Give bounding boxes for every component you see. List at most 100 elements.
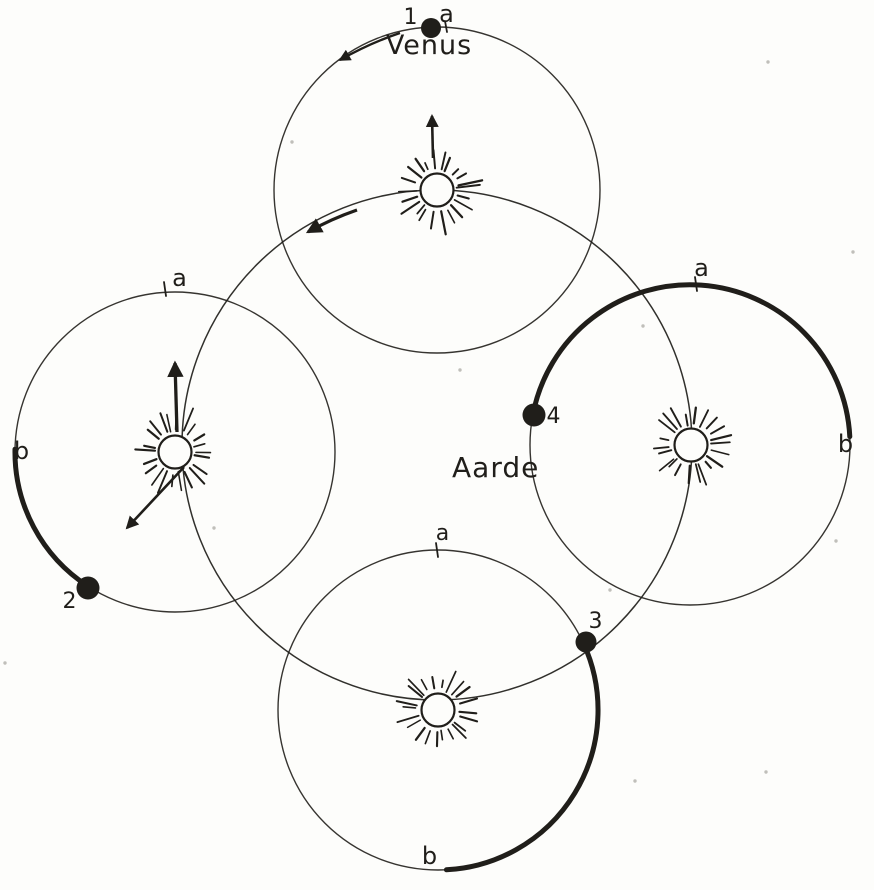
label-a-right: a [694,254,710,282]
sun-ray [424,162,429,171]
sun-ray [151,467,165,486]
lit-arc-bottom [443,641,601,873]
label-2: 2 [63,589,78,614]
sun-ray [186,423,196,436]
sun-right [653,406,733,486]
sun-left [134,407,212,494]
tick-a-top [444,20,448,33]
sun-ray [443,156,452,173]
sun-ray [687,464,691,485]
sun-ray [192,463,208,476]
sun-ray [456,172,468,180]
sun-ray [177,470,183,492]
sun-ray [455,685,471,698]
sun-ray [406,719,422,729]
sun-ray [710,449,730,456]
sun-disc [419,172,455,208]
sun-ray [453,199,473,211]
sun-ray [669,407,682,428]
sun-ray [445,670,457,693]
sun-ray [699,409,710,428]
planet-dot-1 [421,18,441,38]
sun-ray [440,210,447,236]
sun-ray [705,455,724,468]
sun-ray [456,194,470,200]
sun-ray [395,700,418,707]
label-aarde: Aarde [452,451,539,484]
sun-ray [134,448,157,452]
sun-ray [144,464,158,475]
sun-ray [397,190,418,193]
sun-top [397,149,484,236]
sun-ray [143,444,157,450]
sun-ray [447,209,456,224]
sun-top-up-arrow [425,114,439,159]
sun-ray [704,460,712,469]
sun-ray [692,406,697,425]
sun-ray [451,168,460,176]
sun-ray [662,412,678,430]
sun-ray [658,458,675,472]
sun-ray [658,419,676,434]
sun-ray [193,454,211,459]
sun-disc [157,434,193,470]
sun-ray [710,434,733,442]
sun-ray [684,413,689,427]
sun-ray [450,680,465,696]
sun-ray [447,728,454,740]
sun-ray [407,685,424,698]
sun-ray [407,165,423,179]
sun-left-up-arrow [167,360,184,433]
sun-ray [705,416,718,430]
sun-ray [396,714,420,724]
sun-ray [449,204,464,219]
sun-ray [694,463,702,483]
sun-ray [188,466,206,485]
sun-ray [674,463,682,477]
sun-ray [653,446,670,450]
sun-ray [459,715,479,723]
sun-ray [420,678,428,691]
sun-ray [407,678,425,697]
sun-ray [429,210,435,230]
sun-disc [420,692,456,728]
sun-ray [159,412,169,433]
sun-ray [414,726,426,741]
tick-a-left [163,281,167,297]
sun-path-direction-arrow [305,208,358,234]
sun-ray [418,208,427,222]
sun-ray [149,420,162,436]
sun-bottom [395,670,479,748]
sun-ray [416,204,426,215]
planet-dot-4 [522,403,546,427]
sun-ray [182,407,194,432]
sun-ray [424,730,431,745]
sun-ray [440,151,447,171]
sun-ray [156,470,168,494]
sun-ray [668,458,678,468]
label-1: 1 [404,5,419,30]
sun-ray [431,675,436,690]
scan-speck [764,770,768,774]
sun-ray [193,433,206,442]
sun-ray [453,721,467,732]
sun-ray [459,697,479,705]
sun-ray [146,428,160,440]
sun-ray [142,458,158,466]
sun-ray [710,441,731,445]
sun-ray [193,443,206,448]
label-a-bottom: a [436,521,450,546]
tick-a-right [694,276,698,292]
sun-ray [697,463,708,486]
sun-ray [457,179,484,187]
sun-ray [458,710,478,715]
sun-ray [183,470,193,489]
scan-speck [766,60,770,64]
scan-speck [3,661,7,665]
sun-ray [455,183,481,189]
sun-ray [402,705,417,709]
label-4: 4 [547,404,562,429]
